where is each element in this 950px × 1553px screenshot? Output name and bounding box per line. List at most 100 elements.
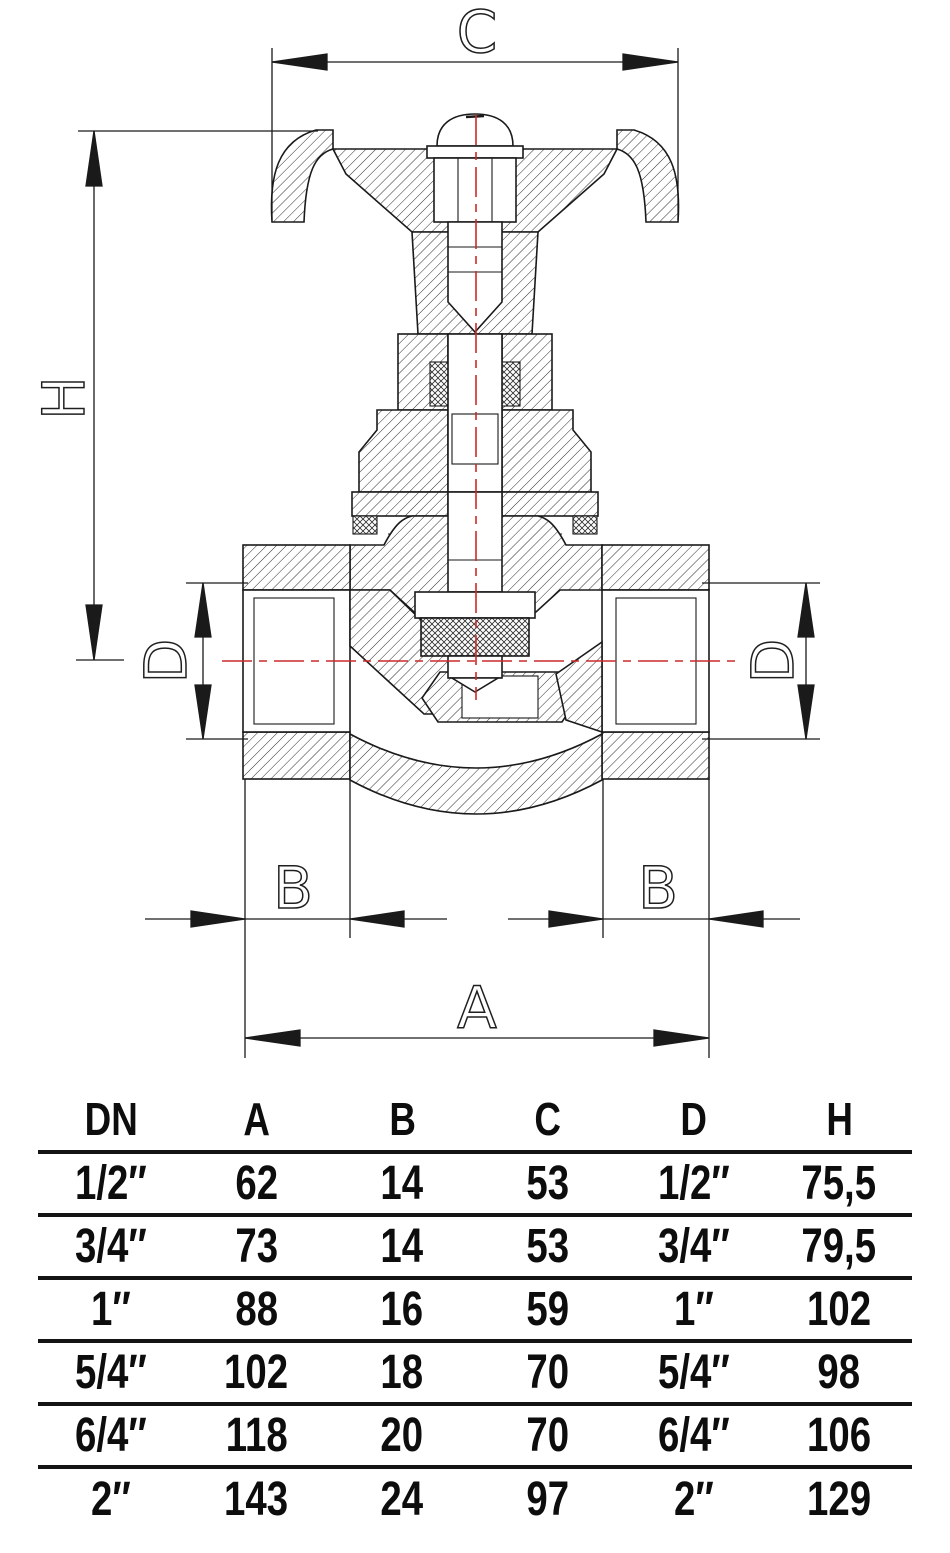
- cell-c: 97: [475, 1467, 621, 1530]
- dimension-h: H: [29, 130, 318, 661]
- cell-h: 75,5: [766, 1152, 912, 1217]
- cell-text: 1″: [673, 1283, 714, 1336]
- port-left-top-band: [242, 544, 351, 591]
- cell-text: 53: [526, 1220, 570, 1273]
- cell-text: 2″: [673, 1473, 714, 1526]
- cell-text: 102: [807, 1283, 872, 1336]
- cell-text: 118: [225, 1409, 288, 1462]
- cell-text: 70: [526, 1409, 570, 1462]
- header-text: DN: [84, 1093, 138, 1145]
- bl-arrow-outer: [190, 910, 246, 928]
- cell-text: 2″: [90, 1473, 131, 1526]
- header-text: C: [534, 1093, 562, 1145]
- dimension-b-left: B: [145, 779, 447, 1058]
- stem-hex-flat: [451, 413, 499, 465]
- header-text: B: [388, 1093, 416, 1145]
- dimension-table: DN A B C D H 1/2″ 62 14 53 1/2″ 75,5 3/4…: [38, 1088, 912, 1530]
- cell-text: 5/4″: [74, 1346, 147, 1399]
- bonnet-flange-right: [501, 491, 599, 517]
- screw-slot: [465, 114, 485, 119]
- cell-b: 20: [329, 1404, 475, 1469]
- br-arrow-inner: [548, 910, 604, 928]
- cell-c: 53: [474, 1152, 621, 1217]
- table-row: 1/2″ 62 14 53 1/2″ 75,5: [38, 1152, 912, 1217]
- packing-left: [429, 361, 449, 407]
- disc-nut-taper: [449, 677, 501, 693]
- gasket-left: [352, 515, 378, 535]
- cell-text: 1/2″: [657, 1157, 730, 1210]
- header-cell-a: A: [183, 1088, 330, 1154]
- cell-text: 70: [526, 1346, 570, 1399]
- cell-b: 16: [329, 1278, 475, 1343]
- cell-d: 1″: [620, 1278, 767, 1343]
- cell-a: 118: [183, 1404, 330, 1469]
- cell-text: 3/4″: [657, 1220, 730, 1273]
- dimension-d-left: D: [131, 582, 248, 740]
- bonnet-hex-left: [358, 409, 449, 493]
- cell-h: 102: [766, 1278, 912, 1343]
- cell-text: 14: [380, 1220, 424, 1273]
- h-arrow-bottom: [85, 604, 103, 661]
- disc-assembly: [414, 491, 536, 693]
- dimension-a: A: [244, 973, 710, 1047]
- cell-text: 98: [817, 1346, 861, 1399]
- cell-text: 102: [224, 1346, 289, 1399]
- cell-h: 79,5: [766, 1215, 912, 1280]
- dimension-c: C: [271, 0, 679, 220]
- cell-a: 143: [184, 1467, 330, 1530]
- cell-text: 62: [235, 1157, 278, 1210]
- cell-text: 53: [526, 1157, 570, 1210]
- cell-text: 20: [380, 1409, 424, 1462]
- table-body: 1/2″ 62 14 53 1/2″ 75,5 3/4″ 73 14 53 3/…: [38, 1152, 912, 1530]
- cell-a: 73: [183, 1215, 330, 1280]
- cell-text: 1/2″: [74, 1157, 147, 1210]
- cell-text: 5/4″: [657, 1346, 730, 1399]
- disc-seal: [420, 617, 530, 657]
- stem-screw-dome: [436, 113, 514, 147]
- dl-arrow-top: [194, 582, 212, 638]
- cell-d: 2″: [621, 1467, 767, 1530]
- dl-label: D: [132, 639, 200, 684]
- cell-h: 129: [766, 1467, 912, 1530]
- cell-text: 97: [526, 1473, 570, 1526]
- handwheel-rim-left: [270, 129, 334, 223]
- cell-c: 70: [474, 1341, 621, 1406]
- bl-arrow-inner: [349, 910, 405, 928]
- a-arrow-left: [244, 1029, 301, 1047]
- dimension-b-right: B: [508, 779, 800, 1058]
- header-text: D: [680, 1093, 707, 1145]
- handwheel: [270, 113, 680, 335]
- header-cell-b: B: [329, 1088, 475, 1154]
- cell-text: 73: [235, 1220, 278, 1273]
- header-cell-h: H: [766, 1088, 912, 1154]
- dl-arrow-bottom: [194, 684, 212, 740]
- cell-dn: 3/4″: [38, 1215, 184, 1280]
- port-right-top-band: [601, 544, 710, 591]
- table-header: DN A B C D H: [38, 1088, 912, 1154]
- cell-text: 143: [224, 1473, 289, 1526]
- cell-text: 106: [807, 1409, 872, 1462]
- port-left-bottom-band: [242, 731, 351, 780]
- table-row: 2″ 143 24 97 2″ 129: [38, 1467, 912, 1530]
- br-arrow-outer: [708, 910, 764, 928]
- header-text: A: [243, 1093, 270, 1145]
- cell-text: 16: [380, 1283, 424, 1336]
- cell-text: 14: [380, 1157, 424, 1210]
- cell-d: 6/4″: [620, 1404, 767, 1469]
- h-arrow-top: [85, 130, 103, 187]
- screw-hex-body: [433, 157, 517, 223]
- cell-text: 6/4″: [657, 1409, 730, 1462]
- cell-text: 59: [526, 1283, 570, 1336]
- bl-label: B: [273, 854, 313, 922]
- cell-c: 70: [474, 1404, 621, 1469]
- c-arrow-left: [271, 53, 328, 71]
- cell-a: 88: [183, 1278, 330, 1343]
- cell-h: 98: [766, 1341, 912, 1406]
- header-cell-d: D: [620, 1088, 767, 1154]
- c-label: C: [457, 0, 498, 66]
- cell-dn: 5/4″: [38, 1341, 184, 1406]
- br-label: B: [638, 854, 678, 922]
- cell-a: 62: [183, 1152, 330, 1217]
- cell-text: 75,5: [801, 1157, 877, 1210]
- stem-upper: [447, 221, 503, 334]
